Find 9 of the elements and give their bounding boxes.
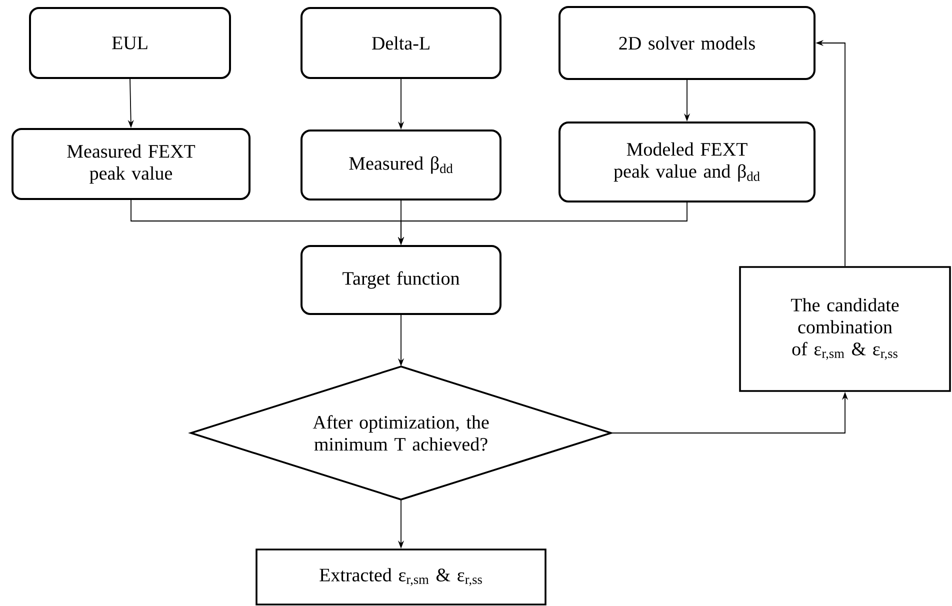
process-box: Modeled FEXT peak value and β$_{dd}$ (558, 122, 816, 202)
result-box: The candidate combination of ε$_{r,sm}$ & ε$_{r,ss}$ (739, 266, 951, 392)
process-box: Measured FEXT peak value (12, 128, 250, 200)
process-box: Measured β$_{dd}$ (300, 130, 502, 200)
process-box: EUL (29, 7, 231, 79)
result-box: Extracted ε$_{r,sm}$ & ε$_{r,ss}$ (256, 548, 546, 606)
process-box: 2D solver models (558, 6, 816, 80)
process-box: Delta-L (300, 7, 502, 79)
process-box: Target function (300, 245, 502, 315)
